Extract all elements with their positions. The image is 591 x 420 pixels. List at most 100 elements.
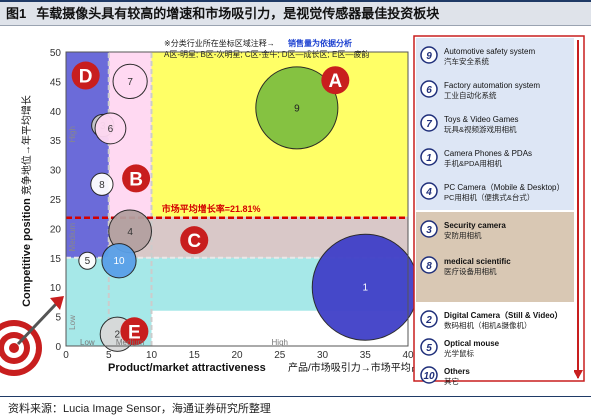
x-tick-label: 25 (274, 350, 286, 361)
region-marker-label-c: C (187, 231, 201, 252)
bubble-label-9: 9 (294, 103, 300, 114)
legend-group-e (416, 304, 574, 380)
bubble-label-4: 4 (127, 227, 133, 238)
x-axis-title-cn: 产品/市场吸引力→市场平均占比 (288, 361, 431, 374)
bubble-9 (255, 66, 339, 150)
y-axis-title-cn: 竞争地位→年平均增长 (20, 95, 33, 195)
x-band-label-low: Low (80, 338, 95, 347)
bubble-10 (101, 243, 137, 279)
legend-marker-2 (420, 310, 438, 328)
legend-item-cn-2: 数码相机（相机&摄像机） (444, 320, 532, 330)
legend-marker-label-7: 7 (426, 119, 432, 130)
bubble-8 (90, 172, 114, 196)
bubble-label-7: 7 (127, 77, 133, 88)
legend-marker-1 (420, 148, 438, 166)
y-band-label-low: Low (68, 315, 77, 330)
bubble-label-2: 2 (115, 330, 121, 341)
legend-marker-label-9: 9 (426, 51, 432, 62)
legend-item-en-2: Digital Camera（Still & Video） (444, 310, 563, 320)
bubble-5 (78, 251, 97, 270)
legend-group-a (416, 38, 574, 210)
legend-arrow-head (573, 370, 583, 379)
bubble-label-6: 6 (108, 124, 114, 135)
bubble-7 (112, 63, 148, 100)
dartboard-ring (9, 343, 19, 353)
bubble-label-5: 5 (85, 256, 91, 267)
legend-item-en-1: Camera Phones & PDAs (444, 149, 532, 158)
figure-title-text: 车载摄像头具有较高的增速和市场吸引力，是视觉传感器最佳投资板块 (36, 6, 440, 21)
bubble-label-10: 10 (113, 256, 125, 267)
x-tick-label: 10 (146, 350, 158, 361)
x-band-label-high: High (272, 338, 288, 347)
legend-group-c (416, 212, 574, 302)
x-tick-label: 35 (360, 350, 372, 361)
x-tick-label: 20 (231, 350, 243, 361)
average-growth-label: 市场平均增长率=21.81% (162, 203, 261, 214)
region-marker-d (71, 61, 100, 90)
region-marker-b (122, 164, 151, 193)
y-band-label-high: High (68, 126, 77, 142)
region-marker-label-a: A (328, 71, 342, 92)
legend-item-cn-5: 光学鼠标 (444, 348, 474, 358)
bubble-label-8: 8 (99, 180, 105, 191)
y-tick-label: 5 (55, 313, 61, 324)
legend-marker-label-5: 5 (426, 343, 432, 354)
figure-title: 图1 车载摄像头具有较高的增速和市场吸引力，是视觉传感器最佳投资板块 (0, 0, 591, 26)
legend-item-en-4: PC Camera（Mobile & Desktop） (444, 183, 564, 192)
y-tick-label: 30 (50, 166, 62, 177)
legend-item-en-8: medical scientific (444, 257, 511, 266)
legend-item-cn-10: 其它 (444, 376, 459, 386)
legend-marker-8 (420, 256, 438, 274)
y-tick-label: 20 (50, 224, 62, 235)
legend-marker-10 (420, 366, 438, 384)
legend-item-cn-8: 医疗设备用相机 (444, 266, 497, 276)
x-axis-title-en: Product/market attractiveness (108, 362, 266, 374)
bubble-series: 12345678910 (78, 63, 419, 352)
y-axis-title: Competitive position 竞争地位→年平均增长 (20, 95, 33, 307)
legend-marker-3 (420, 220, 438, 238)
y-band-label-medium: Medium (68, 223, 77, 252)
legend-item-en-3: Security camera (444, 221, 506, 230)
legend-marker-4 (420, 182, 438, 200)
legend-marker-label-3: 3 (426, 225, 432, 236)
legend-marker-9 (420, 46, 438, 64)
legend-item-en-7: Toys & Video Games (444, 115, 519, 124)
legend-marker-label-1: 1 (426, 153, 432, 164)
bubble-label-1: 1 (362, 283, 368, 294)
x-tick-label: 30 (317, 350, 329, 361)
figure-number: 图1 (6, 6, 27, 21)
legend-item-cn-1: 手机&PDA用相机 (444, 158, 502, 168)
y-tick-label: 0 (55, 342, 61, 353)
x-tick-label: 15 (189, 350, 201, 361)
x-tick-label: 0 (63, 350, 69, 361)
dartboard-icon (0, 296, 64, 376)
legend-item-cn-9: 汽车安全系统 (444, 56, 489, 66)
chart-note-prefix: ※分类行业所在坐标区域注释→ (164, 38, 275, 48)
region-marker-label-e: E (128, 322, 141, 343)
dart-flight (50, 296, 64, 310)
y-tick-label: 50 (50, 48, 62, 59)
legend-marker-label-8: 8 (426, 261, 432, 272)
chart-note-regions: A区-明星; B区-次明星; C区-金牛; D区—成长区; E区—疲韵 (164, 49, 369, 59)
region-marker-label-b: B (129, 169, 143, 190)
x-tick-label: 40 (402, 350, 414, 361)
y-tick-label: 15 (50, 254, 62, 265)
y-tick-label: 45 (50, 77, 62, 88)
legend-marker-7 (420, 114, 438, 132)
plot-frame (65, 51, 409, 347)
legend-marker-6 (420, 80, 438, 98)
legend-item-cn-6: 工业自动化系统 (444, 90, 497, 100)
legend-item-en-9: Automotive safety system (444, 47, 535, 56)
legend-marker-label-6: 6 (426, 85, 432, 96)
legend-marker-5 (420, 338, 438, 356)
x-band-label-medium: Medium (116, 338, 145, 347)
region-marker-label-d: D (79, 67, 93, 88)
y-tick-label: 25 (50, 195, 62, 206)
dart-shaft (16, 302, 58, 346)
legend-item-en-6: Factory automation system (444, 81, 540, 90)
legend-item-en-10: Others (444, 367, 470, 376)
y-axis-title-en: Competitive position (21, 195, 33, 307)
legend-item-cn-3: 安防用相机 (444, 230, 482, 240)
